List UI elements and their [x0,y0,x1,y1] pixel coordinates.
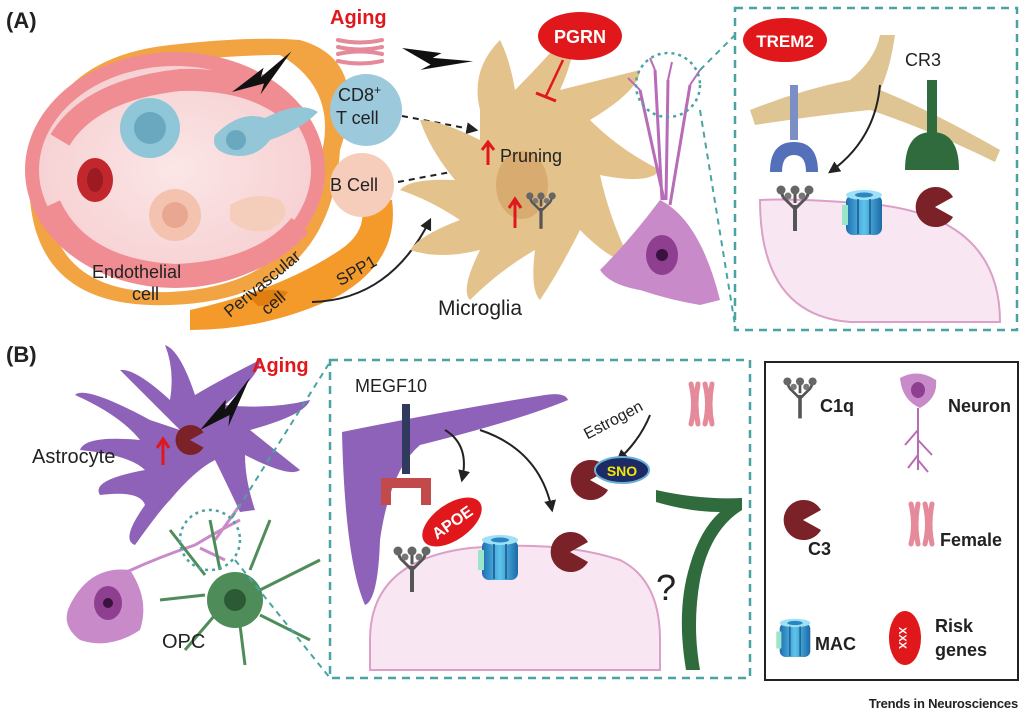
legend-mac-label: MAC [815,634,856,654]
zoom-box-a [733,6,1019,332]
cr3-label: CR3 [905,50,941,70]
sno-label: SNO [607,463,637,479]
megf10-receptor-icon [402,404,410,474]
b-cell-label: B Cell [330,175,378,195]
neuron-b [66,504,242,644]
panel-a-label: (A) [6,8,37,33]
perivascular-cell-body [190,200,393,330]
legend-neuron-label: Neuron [948,396,1011,416]
journal-credit: Trends in Neurosciences [868,696,1018,711]
synapse-zoom-circle-b [178,508,242,572]
legend-c1q-label: C1q [820,396,854,416]
endothelial-cell-label: Endothelial [92,262,181,282]
aging-label: Aging [330,7,387,29]
astrocyte-label: Astrocyte [32,446,115,468]
c1q-up-arrow-icon [507,196,523,228]
legend-female-label: Female [940,530,1002,550]
b-cell-icon [330,153,394,217]
astrocyte-up-arrow-icon [155,436,171,465]
female-chromosome-icon-b [691,384,712,424]
lightning-bolt-icon [396,31,474,89]
cd8-to-microglia-arrow [401,115,479,135]
neuron-a [600,57,720,305]
oligodendrocyte-process [656,490,742,670]
megf10-arrow [444,429,470,483]
cd8-label: CD8+ [338,83,381,105]
pruning-up-arrow-icon [480,139,496,165]
trem2-badge [743,18,827,62]
estrogen-label: Estrogen [581,398,646,443]
opc-label: OPC [162,631,205,653]
mac-icon-zoom-b [477,534,519,581]
cd8-t-cell-icon [330,74,402,146]
sno-badge [594,456,650,484]
blood-vessel [25,38,393,330]
endothelial-cell-label-2: cell [132,284,159,304]
c3-deposit-arrow [479,429,556,513]
microglia-label: Microglia [438,297,522,320]
pgrn-label: PGRN [554,27,606,47]
cr3-arrow [828,84,881,174]
synapse-zoom-circle-a [634,51,702,119]
opc-cell [159,519,321,666]
legend-risk-genes-icon [889,611,921,665]
legend-genes-label: genes [935,640,987,660]
b-cell-to-microglia-arrow [397,163,475,183]
pgrn-badge [538,12,622,60]
trem2-receptor-icon [790,85,798,140]
astrocyte-process-b [342,394,568,605]
legend-neuron-icon [900,373,937,473]
cr3-receptor-icon [927,80,937,135]
question-mark-label: ? [656,567,676,608]
aging-chromosome-icon [336,38,384,66]
panel-b-label: (B) [6,342,37,367]
legend-mac-icon [775,618,811,658]
trem2-label: TREM2 [756,32,814,51]
pgrn-inhibition-line [544,59,565,97]
zoom-box-b [328,358,752,680]
apoe-badge [422,497,482,547]
legend-c3-label: C3 [808,539,831,559]
microglia-process-a [750,35,1000,162]
mac-icon-zoom-a [841,189,883,236]
legend-risk-marks: XXX [896,627,908,650]
legend-risk-label: Risk [935,616,974,636]
pruning-label: Pruning [500,146,562,166]
synapse-membrane-a [758,198,1002,323]
t-cell-label: T cell [336,108,379,128]
spp1-arrow [311,217,432,303]
megf10-label: MEGF10 [355,376,427,396]
aging-label-b: Aging [252,355,309,377]
